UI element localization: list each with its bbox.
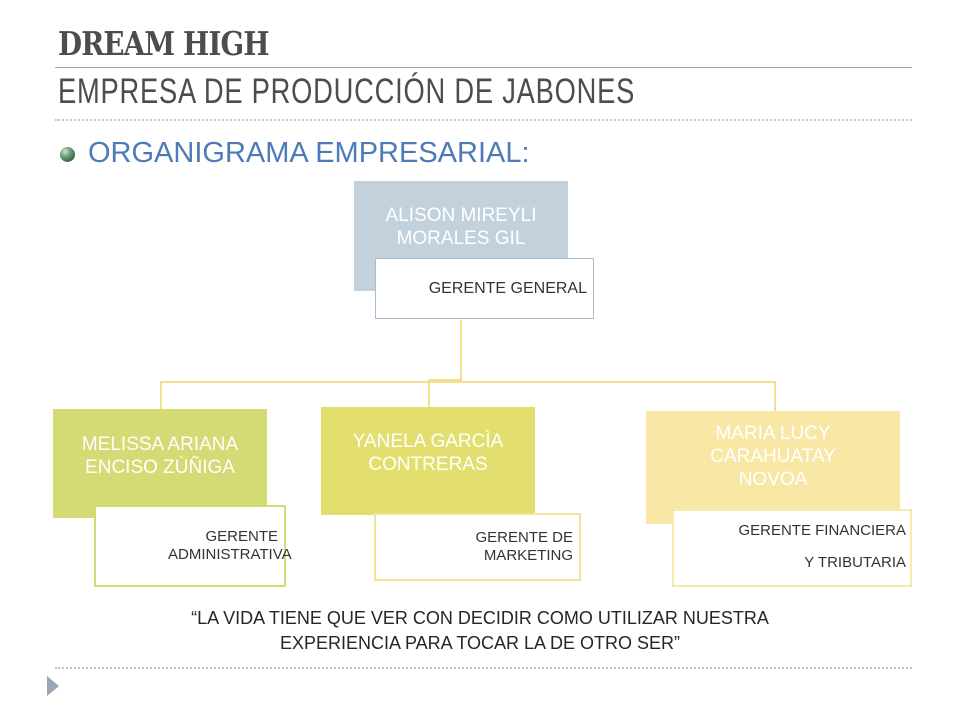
org-node-admin-name: MELISSA ARIANA ENCISO ZÙÑIGA [53,409,267,518]
dotted-divider-bottom [55,667,912,669]
org-node-finance-role: GERENTE FINANCIERA Y TRIBUTARIA [672,509,912,587]
connector-left-vertical [160,381,162,410]
connector-root-vertical [460,320,462,382]
org-node-finance-role-line2: Y TRIBUTARIA [804,554,906,571]
connector-right-vertical [774,381,776,412]
presentation-title: DREAM HIGH [58,24,270,63]
quote-text: “LA VIDA TIENE QUE VER CON DECIDIR COMO … [0,606,960,656]
org-node-finance-role-line1: GERENTE FINANCIERA [738,522,906,539]
org-node-root-role: GERENTE GENERAL [375,258,594,319]
dotted-divider-top [55,119,912,121]
org-node-finance-name-text: MARIA LUCY CARAHUATAY NOVOA [710,423,836,490]
org-node-finance-name: MARIA LUCY CARAHUATAY NOVOA [646,411,900,524]
title-divider [55,67,912,68]
org-node-admin-name-text: MELISSA ARIANA ENCISO ZÙÑIGA [81,433,239,478]
bullet-sphere-icon [60,147,75,162]
org-node-marketing-name-text: YANELA GARCÌA CONTRERAS [352,431,504,475]
connector-inner-bar [428,379,462,381]
org-node-admin-role-text: GERENTE ADMINISTRATIVA [168,528,292,563]
org-node-root-name-text: ALISON MIREYLI MORALES GIL [385,205,537,249]
section-heading: ORGANIGRAMA EMPRESARIAL: [88,137,530,169]
quote-line-2: EXPERIENCIA PARA TOCAR LA DE OTRO SER” [279,633,681,653]
presentation-subtitle: EMPRESA DE PRODUCCIÓN DE JABONES [58,72,636,111]
org-node-marketing-name: YANELA GARCÌA CONTRERAS [321,407,535,515]
quote-line-1: “LA VIDA TIENE QUE VER CON DECIDIR COMO … [191,608,769,628]
connector-center-vertical [428,379,430,408]
org-node-admin-role: GERENTE ADMINISTRATIVA [94,505,292,587]
org-node-root-role-text: GERENTE GENERAL [428,279,587,297]
org-node-marketing-role-text: GERENTE DE MARKETING [475,529,573,564]
connector-horizontal-bar [160,381,775,383]
slide-nav-arrow-icon[interactable] [47,676,59,696]
org-node-marketing-role: GERENTE DE MARKETING [374,513,581,581]
